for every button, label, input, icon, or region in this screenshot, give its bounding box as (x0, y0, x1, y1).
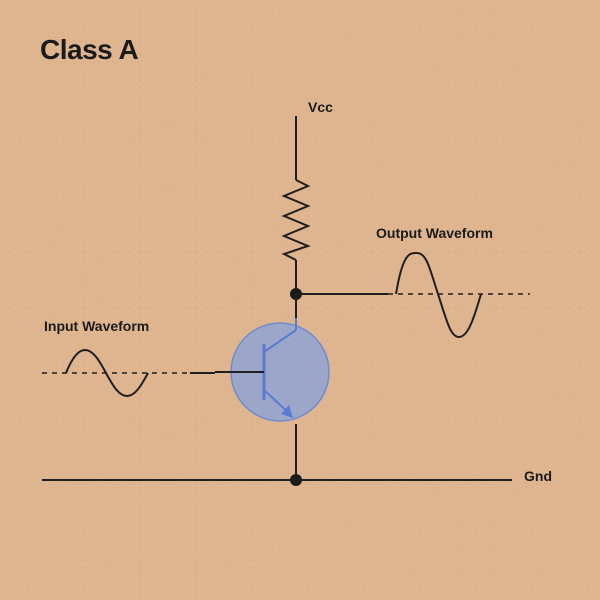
emitter-arrow-icon (281, 405, 293, 418)
vcc-label: Vcc (308, 99, 333, 115)
transistor-collector (263, 329, 297, 353)
output-waveform-label: Output Waveform (376, 225, 493, 241)
gnd-label: Gnd (524, 468, 552, 484)
collector-resistor (281, 179, 311, 261)
input-waveform (65, 348, 149, 398)
input-waveform-label: Input Waveform (44, 318, 149, 334)
output-waveform (395, 251, 482, 339)
diagram-title: Class A (40, 34, 139, 65)
